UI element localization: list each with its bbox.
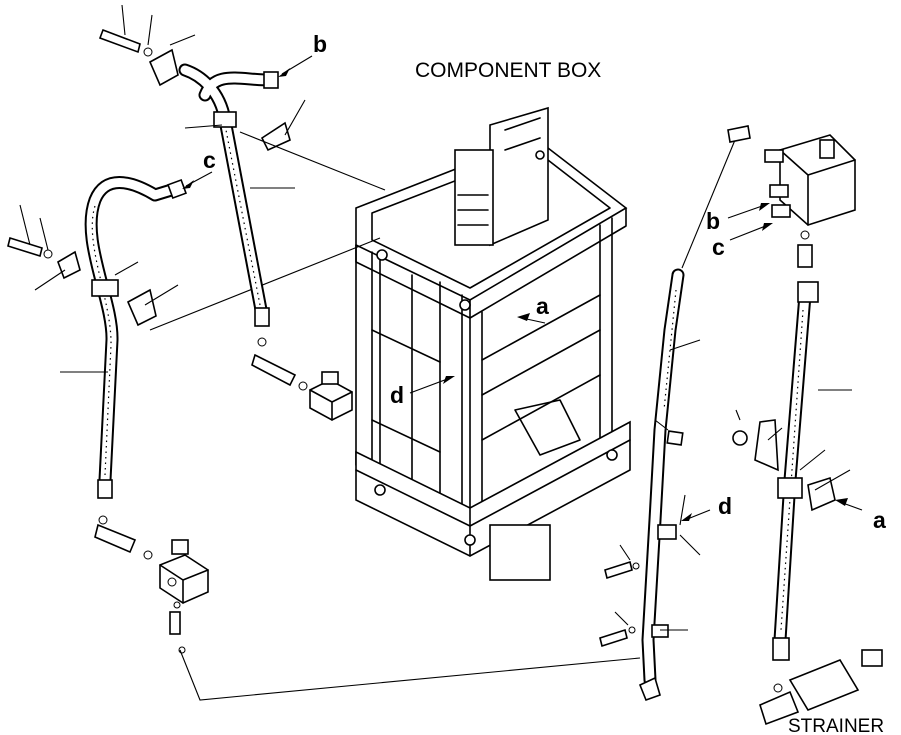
left-hose-assembly <box>7 176 381 654</box>
callout-a-right: a <box>873 507 886 533</box>
center-hose-assembly <box>98 4 386 421</box>
callout-b-right: b <box>706 208 720 234</box>
callout-d-box: d <box>390 382 404 408</box>
callout-arrows <box>182 55 863 521</box>
callout-c-left: c <box>203 147 216 173</box>
strainer-label: STRAINER <box>788 716 884 735</box>
callout-c-right: c <box>712 234 725 260</box>
right-middle-hose-assembly <box>179 139 736 702</box>
component-box-frame <box>355 106 631 581</box>
callout-d-right: d <box>718 493 732 519</box>
callout-a-box: a <box>536 293 549 319</box>
right-hose-valve-assembly <box>727 125 883 726</box>
diagram-title: COMPONENT BOX <box>415 59 601 82</box>
callout-b-top: b <box>313 31 327 57</box>
